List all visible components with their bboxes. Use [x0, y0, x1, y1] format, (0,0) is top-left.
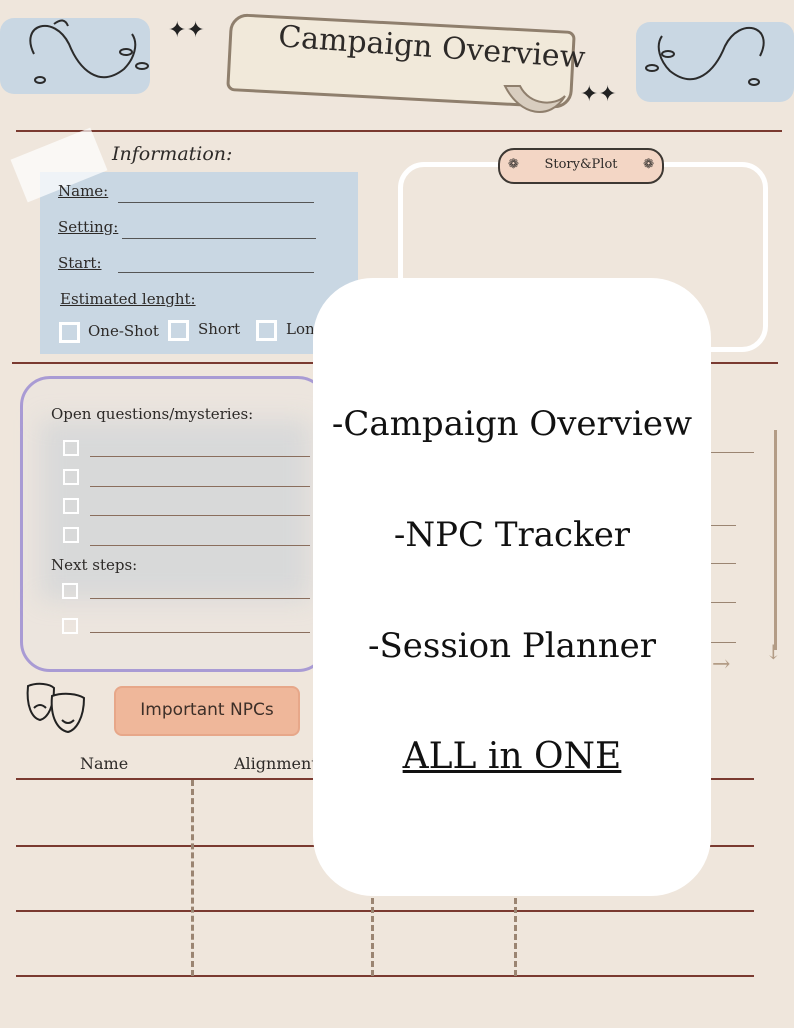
question-checkbox-1[interactable] [63, 440, 79, 456]
next-step-checkbox-1[interactable] [62, 583, 78, 599]
question-line-3[interactable] [90, 515, 310, 516]
arrow-right-icon: → [712, 652, 731, 677]
long-option-label: Lon [286, 320, 315, 338]
table-column-divider [371, 880, 374, 976]
vine-icon-left [29, 19, 149, 84]
setting-field-label: Setting: [58, 218, 119, 236]
column-header-alignment: Alignment [234, 754, 318, 773]
timeline-tick-1 [710, 525, 736, 526]
open-questions-label: Open questions/mysteries: [51, 405, 254, 423]
overlay-line-npc-tracker: -NPC Tracker [393, 515, 631, 555]
scroll-curl-icon [503, 85, 566, 113]
timeline-tick-3 [710, 602, 736, 603]
questions-shade [40, 420, 310, 600]
question-checkbox-3[interactable] [63, 498, 79, 514]
question-checkbox-2[interactable] [63, 469, 79, 485]
timeline-line [710, 452, 754, 453]
estimated-length-label: Estimated lenght: [60, 290, 196, 308]
name-field-label: Name: [58, 182, 109, 200]
questions-panel [20, 376, 328, 672]
next-step-line-1[interactable] [90, 598, 310, 599]
question-checkbox-4[interactable] [63, 527, 79, 543]
question-line-2[interactable] [90, 486, 310, 487]
timeline-tick-2 [710, 563, 736, 564]
short-checkbox[interactable] [168, 320, 189, 341]
question-line-4[interactable] [90, 545, 310, 546]
overlay-highlight: ALL in ONE [402, 736, 622, 777]
important-npcs-button[interactable]: Important NPCs [114, 686, 300, 736]
story-plot-label: ❁ Story&Plot ❁ [498, 148, 664, 184]
setting-input-line[interactable] [122, 238, 316, 239]
next-steps-label: Next steps: [51, 556, 138, 574]
table-row-line [16, 910, 754, 912]
sparkle-icon: ✦✦ [580, 82, 617, 107]
sparkle-icon: ✦✦ [168, 18, 205, 43]
question-line-1[interactable] [90, 456, 310, 457]
header-divider [16, 130, 782, 132]
one-shot-checkbox[interactable] [59, 322, 80, 343]
short-option-label: Short [198, 320, 241, 338]
down-arrow-line [774, 430, 777, 650]
overlay-line-session-planner: -Session Planner [367, 626, 657, 666]
next-step-line-2[interactable] [90, 632, 310, 633]
information-label: Information: [112, 143, 233, 165]
theater-masks-icon [26, 682, 86, 734]
arrow-down-icon: ↓ [765, 640, 782, 664]
table-row-line [16, 975, 754, 977]
name-input-line[interactable] [118, 202, 314, 203]
column-header-name: Name [80, 754, 129, 773]
one-shot-option-label: One-Shot [88, 322, 159, 340]
start-field-label: Start: [58, 254, 102, 272]
table-column-divider [191, 780, 194, 976]
timeline-tick-4 [710, 642, 736, 643]
table-column-divider [514, 880, 517, 976]
flower-icon: ❁ [508, 157, 519, 172]
flower-icon: ❁ [643, 157, 654, 172]
long-checkbox[interactable] [256, 320, 277, 341]
start-input-line[interactable] [118, 272, 314, 273]
overlay-line-campaign-overview: -Campaign Overview [331, 404, 693, 444]
next-step-checkbox-2[interactable] [62, 618, 78, 634]
feature-overlay-card: -Campaign Overview -NPC Tracker -Session… [313, 278, 711, 896]
vine-icon-right [645, 27, 765, 86]
